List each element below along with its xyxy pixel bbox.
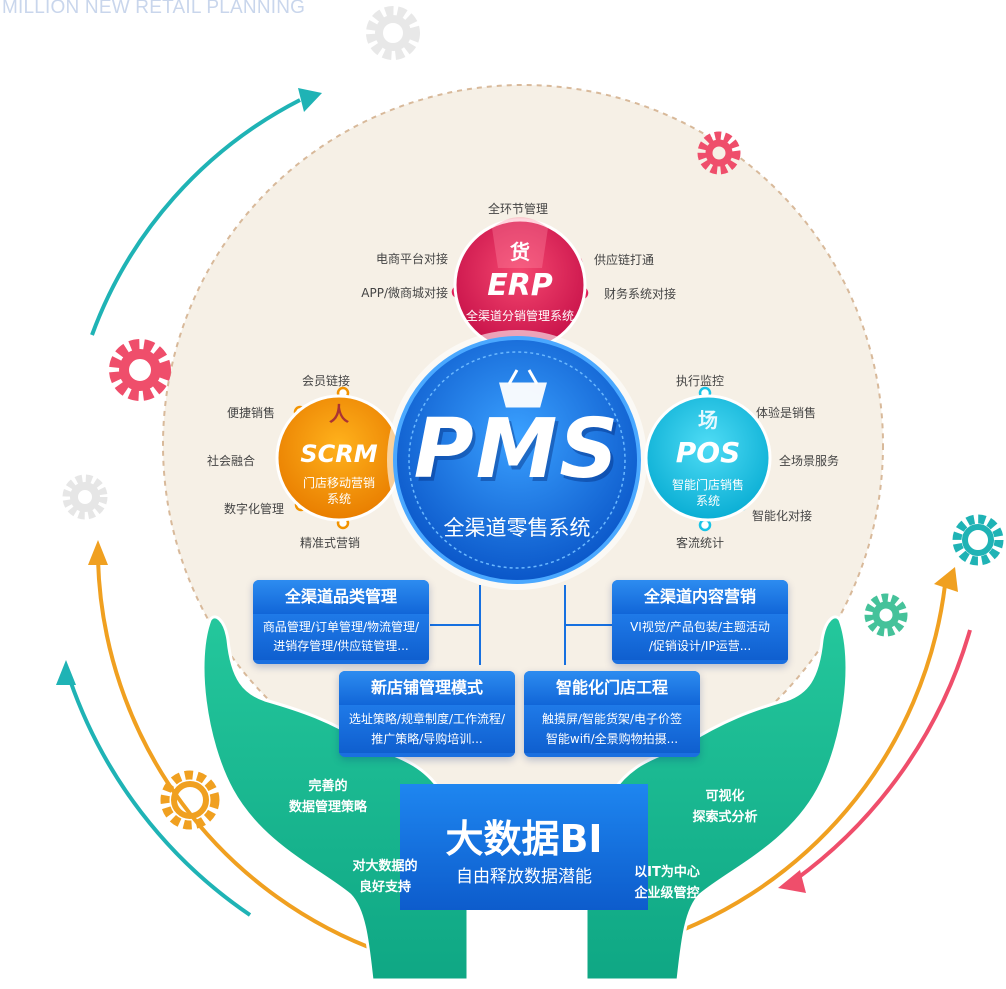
- hand-text-line: 完善的: [308, 779, 348, 794]
- hand-text-line: 对大数据的: [352, 859, 418, 874]
- gear-icon: [109, 339, 171, 401]
- arrowhead-orange-right: [934, 567, 958, 592]
- pms-subtitle: 全渠道零售系统: [443, 516, 591, 540]
- pms-circle: [393, 336, 641, 584]
- box-title: 智能化门店工程: [524, 671, 700, 705]
- arrow-pink-right: [793, 629, 972, 882]
- scrm-label: 精准式营销: [300, 536, 361, 550]
- box-smart-store: 智能化门店工程 触摸屏/智能货架/电子价签 智能wifi/全景购物拍摄...: [524, 671, 700, 757]
- pos-label: 体验是销售: [756, 406, 817, 420]
- gear-icon: [864, 593, 908, 637]
- scrm-desc: 系统: [326, 492, 351, 506]
- box-line: 触摸屏/智能货架/电子价签: [541, 712, 683, 726]
- hand-text-line: 企业级管控: [634, 886, 700, 901]
- pos-label: 智能化对接: [752, 509, 813, 523]
- erp-desc: 全渠道分销管理系统: [465, 309, 574, 323]
- hand-text-line: 探索式分析: [692, 810, 758, 825]
- box-line: 推广策略/导购培训...: [371, 732, 483, 746]
- scrm-label: 便捷销售: [226, 406, 275, 420]
- scrm-label: 会员链接: [302, 374, 351, 388]
- box-line: 智能wifi/全景购物拍摄...: [545, 732, 679, 746]
- right-hand-text: 可视化 探索式分析: [665, 786, 785, 828]
- box-store-management: 新店铺管理模式 选址策略/规章制度/工作流程/ 推广策略/导购培训...: [339, 671, 515, 757]
- bigdata-title: 大数据BI: [445, 817, 603, 861]
- scrm-name: SCRM: [300, 440, 378, 468]
- pos-desc: 系统: [695, 494, 720, 508]
- pos-label: 全场景服务: [779, 454, 840, 468]
- bigdata-panel: [400, 784, 648, 910]
- right-hand-text: 以IT为中心 企业级管控: [612, 862, 722, 904]
- erp-label: 供应链打通: [594, 253, 655, 267]
- erp-label: 电商平台对接: [375, 252, 448, 266]
- header-title: MILLION NEW RETAIL PLANNING: [2, 0, 306, 18]
- left-hand-text: 完善的 数据管理策略: [268, 776, 388, 818]
- box-line: /促销设计/IP运营...: [648, 639, 752, 653]
- gear-icon: [62, 474, 108, 520]
- bigdata-subtitle: 自由释放数据潜能: [456, 867, 592, 887]
- box-line: VI视觉/产品包装/主题活动: [630, 620, 770, 634]
- gear-icon: [952, 514, 1004, 566]
- erp-label: APP/微商城对接: [361, 286, 448, 300]
- box-title: 全渠道品类管理: [253, 580, 429, 614]
- pos-label: 执行监控: [676, 374, 725, 388]
- gear-icon: [697, 131, 741, 175]
- pos-name: POS: [675, 436, 741, 469]
- box-category-management: 全渠道品类管理 商品管理/订单管理/物流管理/ 进销存管理/供应链管理...: [253, 580, 429, 664]
- arrow-teal-top: [90, 98, 301, 336]
- pos-desc: 智能门店销售: [671, 478, 744, 492]
- erp-name: ERP: [487, 268, 553, 303]
- left-hand-text: 对大数据的 良好支持: [330, 856, 440, 898]
- arrowhead-orange-left: [88, 540, 108, 565]
- box-line: 选址策略/规章制度/工作流程/: [348, 712, 506, 726]
- hand-text-line: 以IT为中心: [634, 865, 700, 880]
- arrowhead-teal-left: [56, 660, 76, 685]
- basket-icon: [499, 369, 547, 408]
- box-connectors: [430, 585, 612, 665]
- hand-text-line: 数据管理策略: [288, 800, 367, 815]
- box-content-marketing: 全渠道内容营销 VI视觉/产品包装/主题活动 /促销设计/IP运营...: [612, 580, 788, 664]
- box-line: 商品管理/订单管理/物流管理/: [262, 620, 420, 634]
- hand-text-line: 良好支持: [358, 880, 411, 895]
- scrm-label: 社会融合: [206, 454, 255, 468]
- hand-text-line: 可视化: [705, 789, 745, 804]
- pms-title: PMS: [413, 402, 621, 497]
- arrowhead-pink-right: [778, 870, 806, 893]
- pos-char: 场: [698, 408, 718, 432]
- box-title: 全渠道内容营销: [612, 580, 788, 614]
- box-line: 进销存管理/供应链管理...: [273, 639, 409, 653]
- arrow-orange-left: [96, 559, 391, 957]
- box-title: 新店铺管理模式: [339, 671, 515, 705]
- erp-label: 财务系统对接: [604, 287, 677, 301]
- erp-char: 货: [510, 240, 530, 264]
- scrm-desc: 门店移动营销: [302, 476, 375, 490]
- arrow-orange-right: [639, 584, 947, 947]
- scrm-label: 数字化管理: [223, 502, 284, 516]
- scrm-char: 人: [329, 402, 349, 426]
- arrowhead-teal-top: [298, 88, 322, 112]
- arrow-teal-left: [68, 679, 252, 917]
- pos-label: 客流统计: [676, 536, 725, 550]
- erp-label: 全环节管理: [488, 202, 549, 216]
- gear-icon: [366, 6, 420, 60]
- gear-icon: [160, 770, 220, 830]
